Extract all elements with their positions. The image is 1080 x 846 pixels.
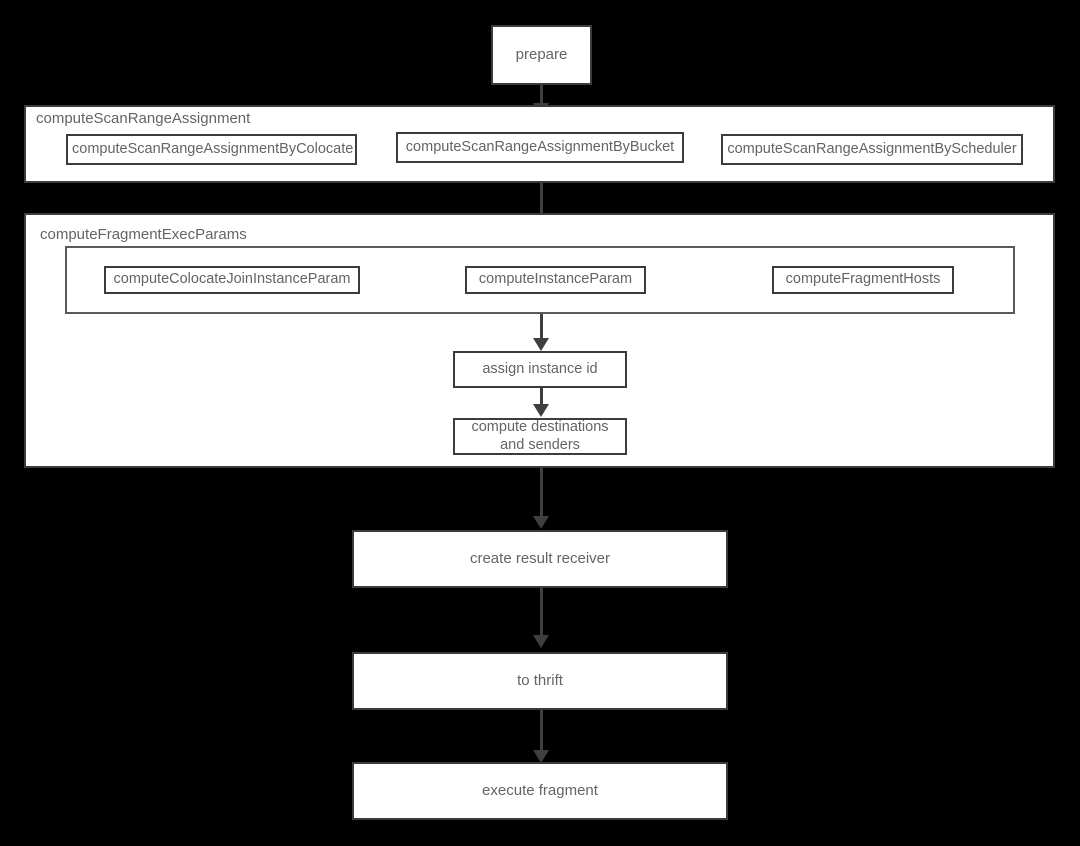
node-prepare[interactable]: prepare (491, 25, 592, 85)
edge-prepare-to-scan-range (540, 85, 543, 107)
node-compute-colocate-join-instance-param-label: computeColocateJoinInstanceParam (113, 271, 351, 288)
node-compute-fragment-hosts[interactable]: computeFragmentHosts (772, 266, 954, 294)
node-compute-scan-range-assignment-by-bucket-label: computeScanRangeAssignmentByBucket (405, 138, 675, 155)
node-assign-instance-id[interactable]: assign instance id (453, 351, 627, 388)
edge-fragment-exec-to-create-result-receiver (540, 468, 543, 516)
node-compute-instance-param-label: computeInstanceParam (478, 271, 633, 288)
node-compute-destinations-and-senders-label: compute destinations and senders (471, 419, 609, 453)
node-assign-instance-id-label: assign instance id (482, 360, 598, 377)
edge-param-group-to-assign-instance-id-arrowhead (533, 338, 549, 351)
node-execute-fragment[interactable]: execute fragment (352, 762, 728, 820)
node-compute-scan-range-assignment-by-bucket[interactable]: computeScanRangeAssignmentByBucket (396, 132, 684, 163)
edge-create-result-receiver-to-to-thrift-arrowhead (533, 635, 549, 648)
node-compute-scan-range-assignment-by-colocate-label: computeScanRangeAssignmentByColocate (72, 141, 354, 158)
edge-scan-range-to-fragment-exec (540, 183, 543, 225)
node-prepare-label: prepare (515, 46, 568, 64)
container-compute-scan-range-assignment-title: computeScanRangeAssignment (36, 110, 251, 127)
container-compute-fragment-exec-params-title: computeFragmentExecParams (40, 226, 247, 243)
node-compute-destinations-and-senders[interactable]: compute destinations and senders (453, 418, 627, 455)
edge-assign-instance-id-to-compute-destinations-arrowhead (533, 404, 549, 417)
node-to-thrift[interactable]: to thrift (352, 652, 728, 710)
node-execute-fragment-label: execute fragment (482, 782, 598, 800)
node-create-result-receiver-label: create result receiver (469, 550, 611, 568)
node-compute-instance-param[interactable]: computeInstanceParam (465, 266, 646, 294)
node-compute-fragment-hosts-label: computeFragmentHosts (785, 271, 941, 288)
node-compute-scan-range-assignment-by-scheduler[interactable]: computeScanRangeAssignmentByScheduler (721, 134, 1023, 165)
edge-to-thrift-to-execute-fragment-arrowhead (533, 750, 549, 763)
node-compute-scan-range-assignment-by-scheduler-label: computeScanRangeAssignmentByScheduler (727, 141, 1017, 158)
edge-fragment-exec-to-create-result-receiver-arrowhead (533, 516, 549, 529)
edge-param-group-to-assign-instance-id (540, 314, 543, 339)
node-create-result-receiver[interactable]: create result receiver (352, 530, 728, 588)
node-to-thrift-label: to thrift (517, 672, 563, 690)
edge-create-result-receiver-to-to-thrift (540, 588, 543, 635)
node-compute-colocate-join-instance-param[interactable]: computeColocateJoinInstanceParam (104, 266, 360, 294)
edge-assign-instance-id-to-compute-destinations (540, 388, 543, 405)
edge-to-thrift-to-execute-fragment (540, 710, 543, 757)
node-compute-scan-range-assignment-by-colocate[interactable]: computeScanRangeAssignmentByColocate (66, 134, 357, 165)
